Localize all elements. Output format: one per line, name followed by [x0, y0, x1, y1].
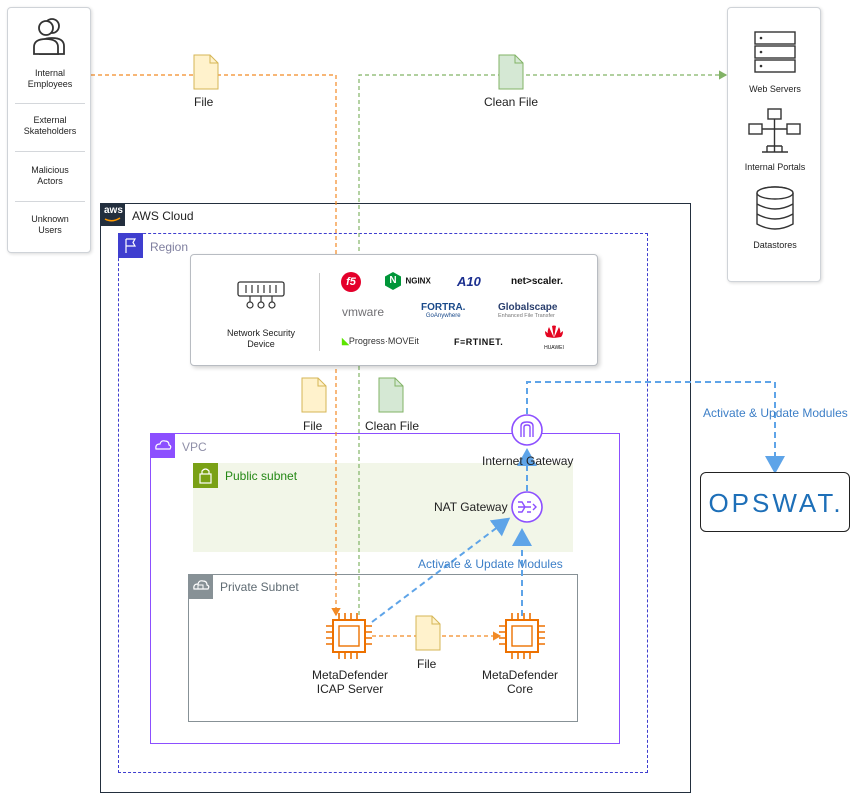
opswat-logo: OPSWAT. — [708, 488, 844, 518]
user-label-line1: Internal — [34, 68, 66, 78]
globalscape-text: Globalscape — [498, 302, 558, 313]
file-icon — [193, 54, 219, 90]
nginx-logo: N NGINX — [385, 272, 431, 292]
fortinet-logo: F≡RTINET. — [454, 337, 504, 347]
user-label-line2: Actors — [37, 176, 63, 186]
globalscape-subtext: Enhanced File Transfer — [498, 313, 555, 319]
nsd-label-line1: Network Security — [226, 328, 296, 338]
activate-flow-icap — [371, 517, 511, 623]
activate-update-label-vpc: Activate & Update Modules — [418, 557, 563, 571]
aws-cloud-label: AWS Cloud — [132, 209, 194, 223]
activate-update-label-right: Activate & Update Modules — [703, 406, 848, 420]
vpc-group — [150, 433, 620, 744]
vpc-label: VPC — [182, 440, 207, 454]
nsd-divider — [319, 273, 320, 351]
nginx-text: NGINX — [405, 276, 431, 286]
vmware-logo: vmware — [342, 305, 385, 319]
f5-logo: f5 — [341, 272, 361, 292]
file-label-mid: File — [303, 419, 323, 433]
users-panel: Internal Employees External Skateholders… — [7, 7, 91, 253]
user-label-line2: Employees — [27, 79, 73, 89]
user-unknown-users: Unknown Users — [8, 214, 92, 236]
public-subnet-group — [193, 463, 573, 552]
aws-cloud-group — [100, 203, 691, 793]
icap-server-label: MetaDefender ICAP Server — [290, 668, 410, 696]
network-security-device-icon — [237, 281, 285, 309]
file-label-top: File — [194, 95, 214, 109]
icap-label-line2: ICAP Server — [316, 682, 384, 696]
nginx-hex-icon: N — [385, 272, 401, 290]
metadefender-core-chip-icon — [499, 613, 545, 659]
f5-logo-text: f5 — [346, 276, 356, 288]
file-icon — [301, 377, 327, 413]
metadefender-core-label: MetaDefender Core — [460, 668, 580, 696]
huawei-text: HUAWEI — [544, 345, 564, 351]
web-servers-label: Web Servers — [749, 84, 801, 94]
huawei-logo: HUAWEI — [541, 325, 567, 351]
aws-logo: aws — [100, 203, 125, 226]
clean-file-icon — [498, 54, 524, 90]
file-flow-in — [91, 74, 341, 617]
activate-flow-opswat — [526, 381, 785, 474]
progress-text: Progress·MOVEit — [348, 336, 419, 346]
aws-smile-icon — [104, 217, 121, 222]
divider — [15, 103, 85, 104]
core-label-line1: MetaDefender — [481, 668, 559, 682]
progress-icon: ◣ — [342, 336, 349, 346]
web-servers-icon — [754, 31, 796, 73]
nginx-n-glyph: N — [389, 275, 397, 286]
opswat-box: OPSWAT. — [700, 472, 850, 532]
user-internal-employees: Internal Employees — [8, 68, 92, 90]
datastores-icon — [756, 186, 794, 230]
divider — [15, 201, 85, 202]
private-subnet-cloud-icon — [188, 574, 213, 599]
aws-logo-text: aws — [104, 205, 123, 216]
huawei-flower-icon — [545, 325, 563, 338]
internal-portals-label: Internal Portals — [744, 162, 806, 172]
private-subnet-group — [188, 574, 578, 722]
clean-file-label-top: Clean File — [484, 95, 539, 109]
clean-file-label-mid: Clean File — [365, 419, 420, 433]
icap-server-chip-icon — [326, 613, 372, 659]
divider — [15, 151, 85, 152]
core-label-line2: Core — [506, 682, 533, 696]
user-label-line2: Skateholders — [23, 126, 77, 136]
netscaler-logo: net>scaler. — [511, 276, 563, 287]
user-malicious-actors: Malicious Actors — [8, 165, 92, 187]
region-flag-icon — [118, 233, 143, 258]
user-label-line1: External — [33, 115, 67, 125]
nat-gateway-icon — [511, 491, 543, 523]
datastores-label: Datastores — [753, 240, 797, 250]
user-label-line1: Unknown — [31, 214, 69, 224]
globalscape-logo: Globalscape Enhanced File Transfer — [498, 302, 557, 319]
region-group — [118, 233, 648, 773]
internet-gateway-label: Internet Gateway — [482, 454, 574, 468]
nat-gateway-label: NAT Gateway — [434, 500, 508, 514]
user-label-line1: Malicious — [31, 165, 69, 175]
icap-label-line1: MetaDefender — [311, 668, 389, 682]
fortra-subtext: GoAnywhere — [425, 313, 461, 319]
nsd-label-line2: Device — [247, 339, 275, 349]
public-subnet-lock-icon — [193, 463, 218, 488]
file-label-bottom: File — [417, 657, 437, 671]
fortra-logo: FORTRA. GoAnywhere — [421, 302, 465, 319]
internet-gateway-icon — [511, 414, 543, 446]
fortra-text: FORTRA. — [421, 302, 466, 313]
network-security-device-panel: Network Security Device f5 N NGINX A10 n… — [190, 254, 598, 366]
user-label-line2: Users — [38, 225, 62, 235]
progress-moveit-logo: ◣Progress·MOVEit — [342, 336, 419, 347]
a10-logo: A10 — [457, 274, 481, 289]
file-icon — [415, 615, 441, 651]
user-external-stakeholders: External Skateholders — [8, 115, 92, 137]
clean-file-icon — [378, 377, 404, 413]
internal-portals-icon — [748, 108, 801, 153]
public-subnet-label: Public subnet — [225, 469, 298, 483]
clean-file-flow-out — [358, 70, 728, 615]
servers-panel: Web Servers Internal Portals Datastores — [727, 7, 821, 282]
vpc-cloud-icon — [150, 433, 175, 458]
region-label: Region — [150, 240, 189, 254]
users-icon — [33, 18, 65, 55]
nsd-label: Network Security Device — [211, 328, 311, 350]
private-subnet-label: Private Subnet — [220, 580, 299, 594]
